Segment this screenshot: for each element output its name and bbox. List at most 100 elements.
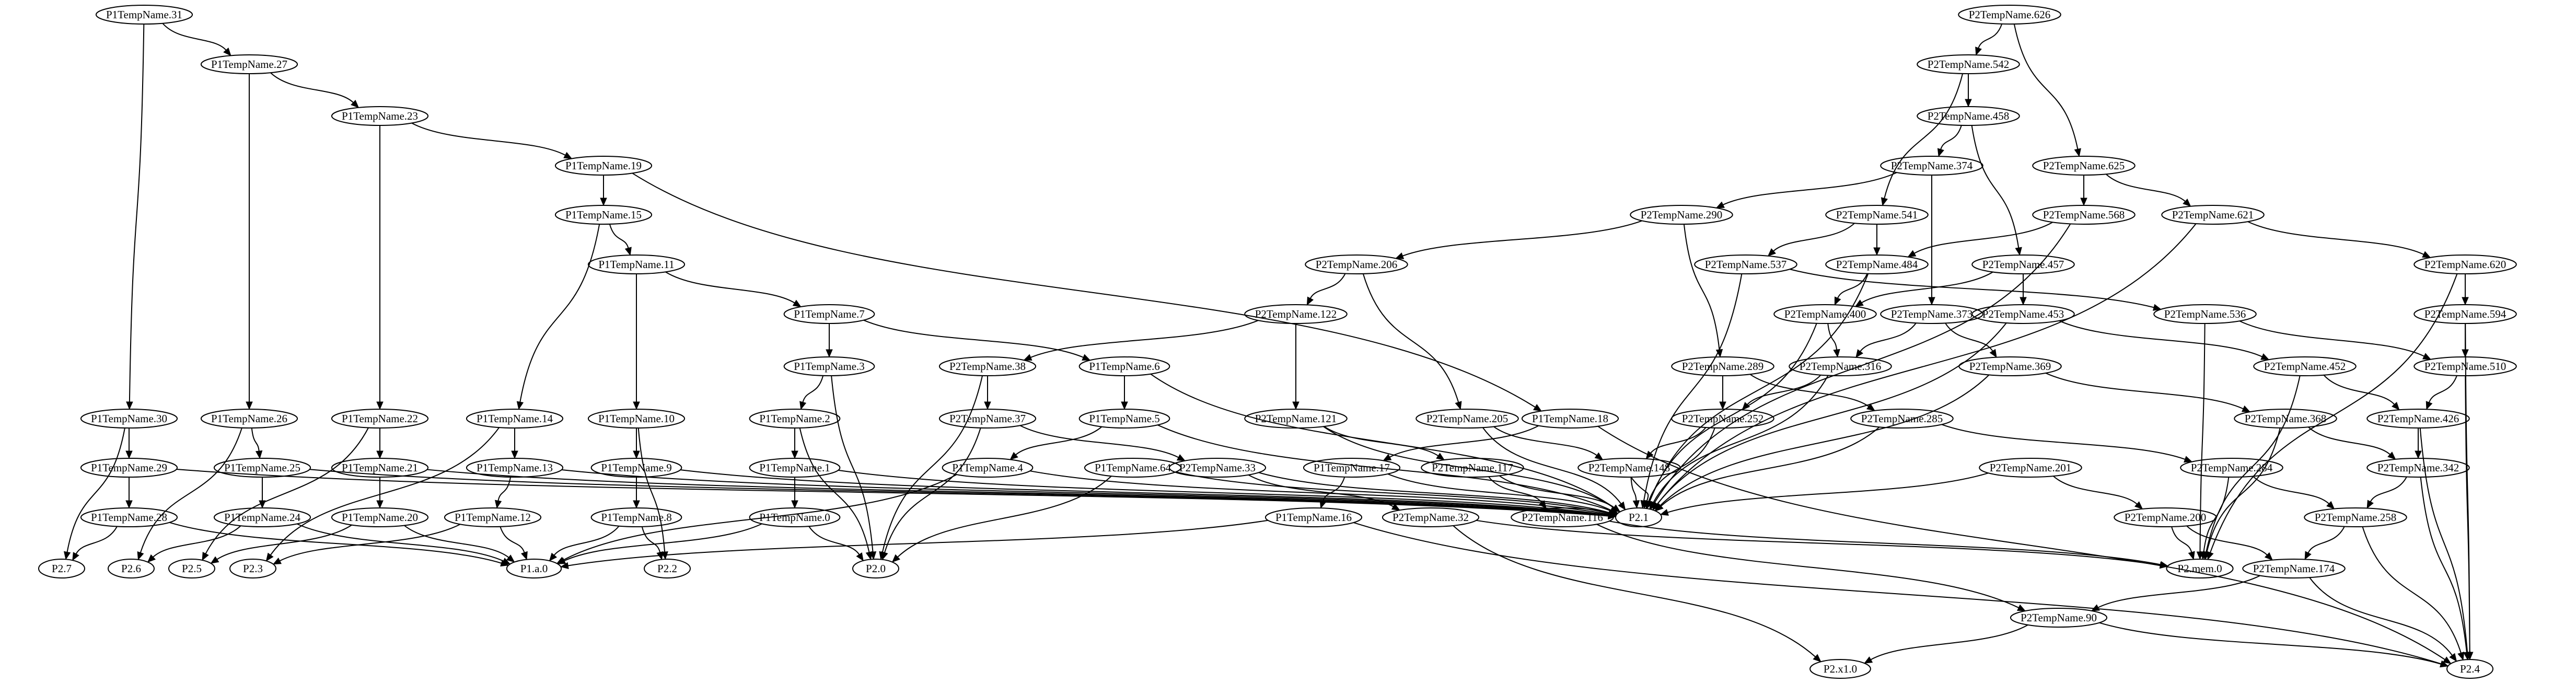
node-label: P2TempName.201 xyxy=(1990,461,2072,474)
edge-line xyxy=(2419,427,2468,653)
edge-line xyxy=(309,469,1609,517)
node-shape xyxy=(466,409,564,429)
node-label: P1.a.0 xyxy=(520,562,548,575)
arrowhead xyxy=(2326,501,2335,510)
edge-p2tempname-201-to-p2tempname-200 xyxy=(2053,476,2143,510)
node-p1tempname-14: P1TempName.14 xyxy=(466,409,564,429)
node-shape xyxy=(466,458,564,478)
node-p2tempname-453: P2TempName.453 xyxy=(1971,304,2075,324)
node-label: P1TempName.10 xyxy=(598,412,675,425)
edge-p2tempname-258-to-p2tempname-174 xyxy=(2304,526,2345,560)
edge-line xyxy=(1309,273,1346,299)
node-label: P2TempName.122 xyxy=(1255,308,1337,320)
node-label: P1TempName.13 xyxy=(477,461,553,474)
edge-p2tempname-541-to-p2tempname-484 xyxy=(1873,224,1881,256)
node-shape xyxy=(590,458,682,478)
arrowhead xyxy=(1742,402,1750,411)
edge-line xyxy=(799,427,870,552)
node-label: P2TempName.510 xyxy=(2424,360,2507,373)
node-p2-mem-0: P2.mem.0 xyxy=(2166,559,2234,578)
node-shape xyxy=(1917,106,2020,126)
edge-line xyxy=(1499,475,1615,508)
edge-line xyxy=(2253,476,2329,504)
edge-p1tempname-5-to-p1tempname-4 xyxy=(1009,426,1103,460)
node-label: P1TempName.27 xyxy=(211,58,287,71)
edge-line xyxy=(1683,224,1720,350)
edge-p1tempname-0-to-p1-a-0 xyxy=(557,523,762,564)
edge-line xyxy=(162,22,227,51)
node-shape xyxy=(1789,356,1892,376)
node-label: P2TempName.316 xyxy=(1800,360,1882,373)
edge-line xyxy=(129,24,145,402)
arrowhead xyxy=(549,552,558,562)
edge-line xyxy=(1914,222,2053,254)
edge-p1tempname-8-to-p1-a-0 xyxy=(549,525,620,562)
node-shape xyxy=(749,409,841,429)
edge-line xyxy=(2013,24,2079,149)
node-shape xyxy=(554,156,653,176)
edge-p1tempname-30-to-p1tempname-29 xyxy=(125,428,133,459)
node-label: P2TempName.374 xyxy=(1891,159,1973,172)
node-shape xyxy=(2366,458,2470,478)
node-label: P1TempName.14 xyxy=(477,412,553,425)
edge-p1tempname-22-to-p2-5 xyxy=(202,427,369,561)
arrowhead xyxy=(2457,651,2465,661)
node-shape xyxy=(1694,254,1797,274)
edge-line xyxy=(1248,474,1394,507)
node-p1tempname-13: P1TempName.13 xyxy=(466,458,564,478)
node-shape xyxy=(1382,507,1480,527)
node-label: P2TempName.258 xyxy=(2315,511,2397,524)
node-shape xyxy=(80,409,178,429)
node-label: P2TempName.116 xyxy=(1522,511,1603,524)
edge-p2tempname-457-to-p2tempname-453 xyxy=(2020,273,2027,306)
edge-p2tempname-200-to-p2tempname-174 xyxy=(2186,525,2273,561)
arrowhead xyxy=(126,401,133,410)
node-shape xyxy=(1979,458,2082,478)
arrowhead xyxy=(1937,148,1944,157)
edge-line xyxy=(884,427,981,553)
edge-p1tempname-18-to-p2-4 xyxy=(1597,425,2452,664)
arrowhead xyxy=(1632,500,1640,509)
arrowhead xyxy=(1881,197,1888,206)
node-p1tempname-28: P1TempName.28 xyxy=(80,507,178,527)
node-shape xyxy=(2413,304,2517,324)
arrowhead xyxy=(792,299,802,307)
arrowhead xyxy=(791,500,798,509)
node-p1tempname-27: P1TempName.27 xyxy=(200,54,298,74)
edge-line xyxy=(176,468,1609,517)
edge-p2tempname-116-to-p2tempname-90 xyxy=(1596,524,2026,611)
node-label: P1TempName.17 xyxy=(1314,461,1390,474)
edge-line xyxy=(2186,525,2268,555)
node-p2tempname-33: P2TempName.33 xyxy=(1168,458,1267,478)
node-shape xyxy=(749,458,841,478)
edge-line xyxy=(637,427,666,552)
edge-line xyxy=(404,525,509,558)
node-shape xyxy=(2242,559,2346,578)
edge-line xyxy=(1597,425,2445,660)
edge-line xyxy=(1861,271,1993,304)
node-p1-a-0: P1.a.0 xyxy=(506,559,562,578)
edge-p2tempname-33-to-p2tempname-32 xyxy=(1248,474,1400,511)
node-p1tempname-29: P1TempName.29 xyxy=(80,458,178,478)
node-p1tempname-31: P1TempName.31 xyxy=(95,5,193,25)
edge-line xyxy=(2059,320,2262,357)
edge-line xyxy=(1176,471,1609,514)
arrowhead xyxy=(865,551,873,560)
arrowhead xyxy=(633,500,640,509)
edge-p2tempname-284-to-p2tempname-258 xyxy=(2253,476,2335,510)
node-p2tempname-536: P2TempName.536 xyxy=(2153,304,2257,324)
node-label: P2.2 xyxy=(657,562,677,575)
node-label: P2TempName.457 xyxy=(1982,258,2064,271)
node-label: P1TempName.64 xyxy=(1095,461,1171,474)
node-label: P2TempName.252 xyxy=(1682,412,1764,425)
node-label: P2.3 xyxy=(243,562,263,575)
node-shape xyxy=(2413,356,2517,376)
arrowhead xyxy=(891,554,900,563)
node-label: P2TempName.33 xyxy=(1179,461,1256,474)
edge-p2tempname-289-to-p2tempname-252 xyxy=(1719,375,1726,410)
node-label: P1TempName.16 xyxy=(1275,511,1352,524)
node-label: P2.1 xyxy=(1629,511,1649,524)
edge-line xyxy=(1650,427,1707,454)
arrowhead xyxy=(1292,401,1299,410)
node-p2tempname-373: P2TempName.373 xyxy=(1880,304,1983,324)
